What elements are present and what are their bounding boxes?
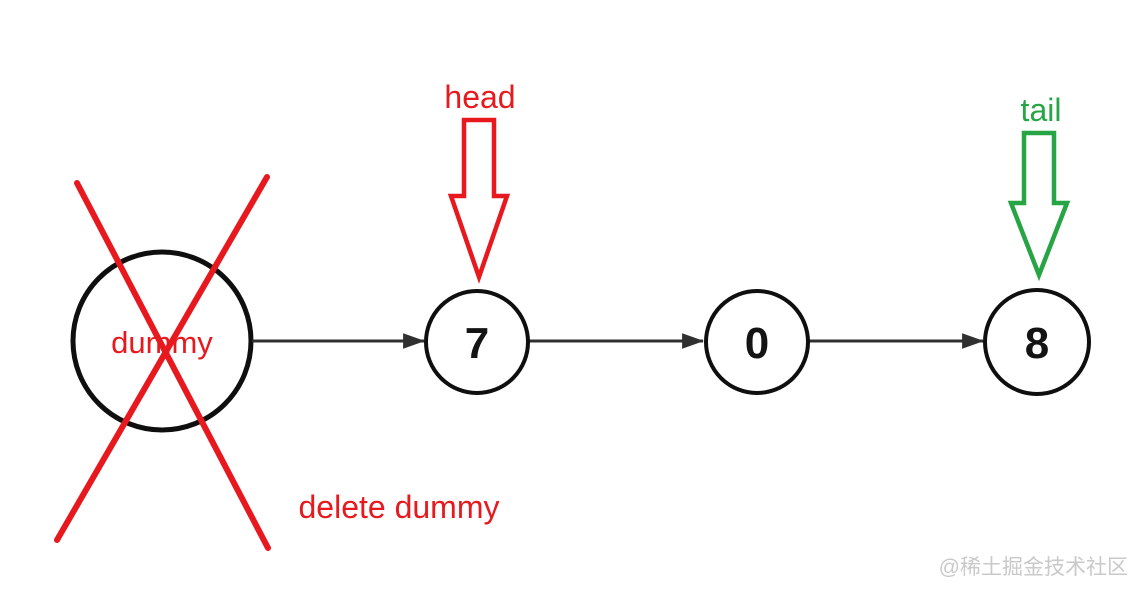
- node-circle-0: [704, 289, 810, 395]
- tail-pointer-arrow-icon: [1007, 130, 1071, 282]
- node-circle-8: [983, 288, 1091, 396]
- delete-dummy-annotation: delete dummy: [299, 489, 500, 525]
- head-pointer-label: head: [444, 79, 515, 115]
- cross-out-line-1: [74, 180, 271, 551]
- node-circle-7: [424, 289, 530, 395]
- cross-out-line-2: [54, 174, 270, 543]
- node-value-7: 7: [465, 319, 489, 368]
- tail-pointer-label: tail: [1021, 92, 1062, 128]
- node-value-0: 0: [745, 319, 769, 368]
- watermark: @稀土掘金技术社区: [939, 556, 1128, 579]
- node-value-8: 8: [1025, 319, 1049, 368]
- head-pointer-arrow-icon: [447, 117, 511, 284]
